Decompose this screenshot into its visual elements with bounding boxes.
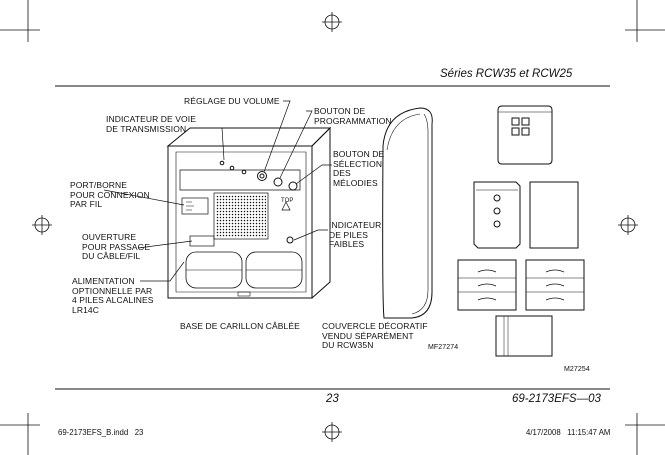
label-low-battery: INDICATEUR DE PILES FAIBLES xyxy=(329,220,382,249)
top-mark: TOP xyxy=(281,198,294,204)
label-wire-port: PORT/BORNE POUR CONNEXION PAR FIL xyxy=(70,180,150,209)
timestamp-slug: 4/17/2008 11:15:47 AM xyxy=(526,428,611,437)
label-channel-indicator: INDICATEUR DE VOIE DE TRANSMISSION xyxy=(106,114,196,134)
leader-lines xyxy=(103,100,332,282)
page-number: 23 xyxy=(326,393,339,405)
cover-variant-4 xyxy=(457,259,517,311)
cover-variant-2 xyxy=(473,181,521,249)
label-volume-control: RÉGLAGE DU VOLUME xyxy=(184,96,280,106)
label-melody-button: BOUTON DE SÉLECTION DES MÉLODIES xyxy=(333,149,385,188)
registration-mark-icon xyxy=(618,215,638,235)
label-cable-opening: OUVERTURE POUR PASSAGE DU CÂBLE/FIL xyxy=(82,232,151,261)
cover-variant-1 xyxy=(497,105,553,165)
label-programming-button: BOUTON DE PROGRAMMATION xyxy=(314,106,392,126)
chime-base-drawing xyxy=(166,126,332,299)
decorative-cover-drawing xyxy=(382,107,433,319)
cover-variant-5 xyxy=(525,259,585,311)
document-number: 69-2173EFS—03 xyxy=(512,393,601,405)
series-title: Séries RCW35 et RCW25 xyxy=(440,68,573,80)
label-battery-power: ALIMENTATION OPTIONNELLE PAR 4 PILES ALC… xyxy=(72,276,154,315)
cover-variant-3 xyxy=(529,181,579,249)
registration-mark-icon xyxy=(322,422,342,442)
speaker-grill xyxy=(216,195,266,237)
registration-mark-icon xyxy=(322,12,342,32)
label-decorative-cover: COUVERCLE DÉCORATIF VENDU SÉPARÉMENT DU … xyxy=(322,321,428,350)
registration-mark-icon xyxy=(32,215,52,235)
cover-variant-6 xyxy=(495,315,553,357)
file-name-slug: 69-2173EFS_B.indd 23 xyxy=(58,428,144,437)
figure-code-2: M27254 xyxy=(564,366,590,373)
figure-code-1: MF27274 xyxy=(428,344,459,351)
label-chime-base: BASE DE CARILLON CÂBLÉE xyxy=(180,321,300,331)
